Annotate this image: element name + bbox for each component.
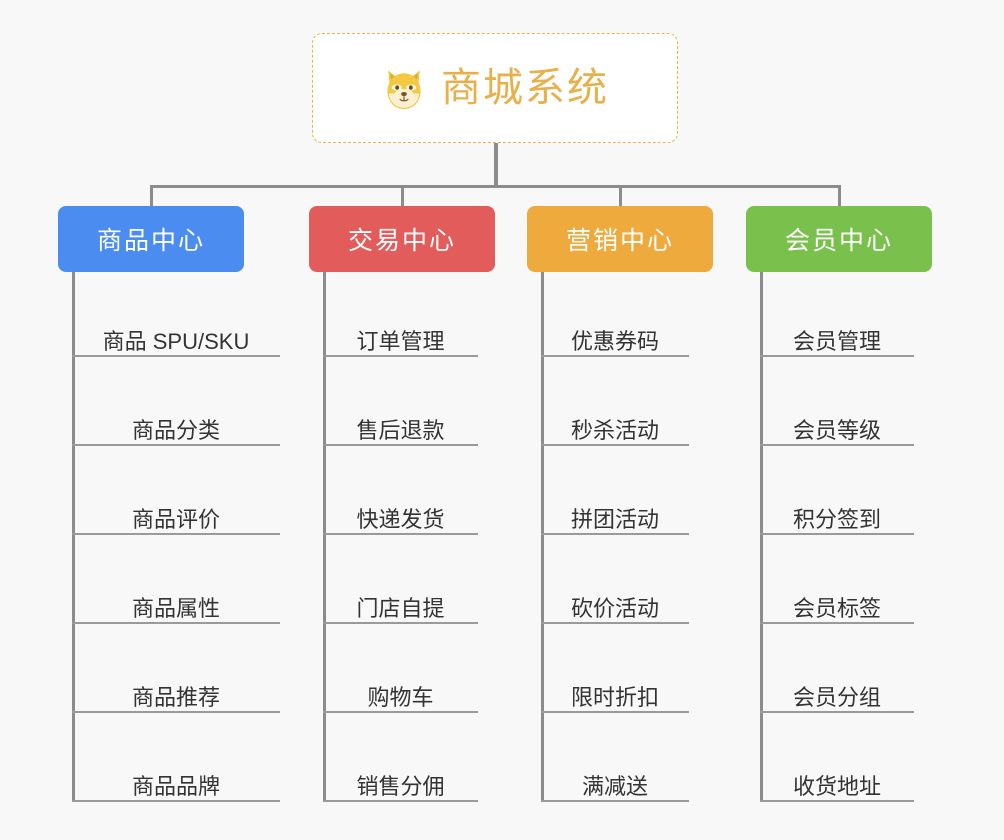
leaf-item-label: 会员分组	[792, 685, 881, 710]
category-label: 交易中心	[347, 227, 456, 255]
leaf-underline	[541, 355, 689, 357]
category-box-2[interactable]: 交易中心	[309, 206, 495, 272]
leaf-item-label: 订单管理	[356, 329, 445, 354]
leaf-item-label: 商品品牌	[131, 774, 220, 799]
branch-trunk-line	[541, 272, 544, 801]
leaf-item[interactable]: 会员管理	[760, 331, 914, 357]
connector-root-stem	[494, 143, 498, 188]
leaf-item[interactable]: 商品推荐	[72, 687, 280, 713]
leaf-underline	[323, 533, 478, 535]
leaf-underline	[760, 622, 914, 624]
leaf-item-label: 门店自提	[356, 596, 445, 621]
leaf-item[interactable]: 满减送	[541, 776, 689, 802]
leaf-item[interactable]: 商品分类	[72, 420, 280, 446]
leaf-underline	[72, 533, 280, 535]
leaf-underline	[541, 533, 689, 535]
connector-drop-2	[401, 185, 404, 208]
leaf-item[interactable]: 积分签到	[760, 509, 914, 535]
leaf-item-label: 满减送	[581, 774, 648, 799]
leaf-item-label: 商品评价	[131, 507, 220, 532]
leaf-item[interactable]: 售后退款	[323, 420, 478, 446]
leaf-item[interactable]: 商品属性	[72, 598, 280, 624]
leaf-underline	[760, 355, 914, 357]
leaf-item[interactable]: 砍价活动	[541, 598, 689, 624]
leaf-underline	[323, 711, 478, 713]
leaf-item[interactable]: 秒杀活动	[541, 420, 689, 446]
leaf-item-label: 拼团活动	[570, 507, 659, 532]
connector-drop-1	[150, 185, 153, 208]
leaf-item[interactable]: 商品品牌	[72, 776, 280, 802]
leaf-underline	[541, 444, 689, 446]
leaf-underline	[72, 355, 280, 357]
leaf-item[interactable]: 购物车	[323, 687, 478, 713]
leaf-item[interactable]: 优惠券码	[541, 331, 689, 357]
branch-trunk-line	[323, 272, 326, 801]
root-node-mall-system[interactable]: 商城系统	[312, 33, 678, 143]
leaf-item-label: 收货地址	[792, 774, 881, 799]
leaf-item-label: 限时折扣	[570, 685, 659, 710]
connector-drop-3	[619, 185, 622, 208]
leaf-item[interactable]: 快递发货	[323, 509, 478, 535]
leaf-item[interactable]: 会员等级	[760, 420, 914, 446]
leaf-item[interactable]: 限时折扣	[541, 687, 689, 713]
leaf-item-label: 售后退款	[356, 418, 445, 443]
connector-horizontal-bus	[151, 185, 839, 188]
leaf-item[interactable]: 销售分佣	[323, 776, 478, 802]
branch-trunk-line	[760, 272, 763, 801]
leaf-underline	[72, 622, 280, 624]
leaf-item-label: 购物车	[367, 685, 434, 710]
leaf-underline	[72, 444, 280, 446]
leaf-underline	[541, 711, 689, 713]
leaf-underline	[323, 355, 478, 357]
category-label: 会员中心	[784, 227, 893, 255]
category-box-3[interactable]: 营销中心	[527, 206, 713, 272]
leaf-item[interactable]: 门店自提	[323, 598, 478, 624]
leaf-underline	[760, 533, 914, 535]
category-label: 商品中心	[96, 227, 205, 255]
leaf-item-label: 商品推荐	[131, 685, 220, 710]
leaf-item-label: 商品分类	[131, 418, 220, 443]
category-box-4[interactable]: 会员中心	[746, 206, 932, 272]
leaf-item[interactable]: 商品 SPU/SKU	[72, 331, 280, 357]
leaf-item-label: 快递发货	[356, 507, 445, 532]
leaf-item[interactable]: 会员标签	[760, 598, 914, 624]
leaf-underline	[72, 711, 280, 713]
leaf-underline	[323, 622, 478, 624]
leaf-item-label: 砍价活动	[570, 596, 659, 621]
leaf-underline	[541, 622, 689, 624]
leaf-item-label: 秒杀活动	[570, 418, 659, 443]
branch-trunk-line	[72, 272, 75, 801]
connector-drop-4	[838, 185, 841, 208]
category-box-1[interactable]: 商品中心	[58, 206, 244, 272]
leaf-item-label: 商品 SPU/SKU	[102, 329, 250, 354]
leaf-underline	[760, 800, 914, 802]
leaf-item[interactable]: 拼团活动	[541, 509, 689, 535]
leaf-item[interactable]: 收货地址	[760, 776, 914, 802]
leaf-item-label: 会员等级	[792, 418, 881, 443]
leaf-underline	[323, 444, 478, 446]
leaf-item-label: 销售分佣	[356, 774, 445, 799]
leaf-item-label: 会员管理	[792, 329, 881, 354]
leaf-item-label: 积分签到	[792, 507, 881, 532]
leaf-underline	[760, 444, 914, 446]
root-node-label: 商城系统	[441, 66, 609, 110]
category-label: 营销中心	[565, 227, 674, 255]
leaf-underline	[760, 711, 914, 713]
leaf-underline	[323, 800, 478, 802]
leaf-item-label: 会员标签	[792, 596, 881, 621]
leaf-underline	[541, 800, 689, 802]
leaf-item[interactable]: 会员分组	[760, 687, 914, 713]
leaf-item-label: 商品属性	[131, 596, 220, 621]
leaf-underline	[72, 800, 280, 802]
leaf-item-label: 优惠券码	[570, 329, 659, 354]
dog-face-icon	[381, 66, 427, 112]
leaf-item[interactable]: 商品评价	[72, 509, 280, 535]
leaf-item[interactable]: 订单管理	[323, 331, 478, 357]
